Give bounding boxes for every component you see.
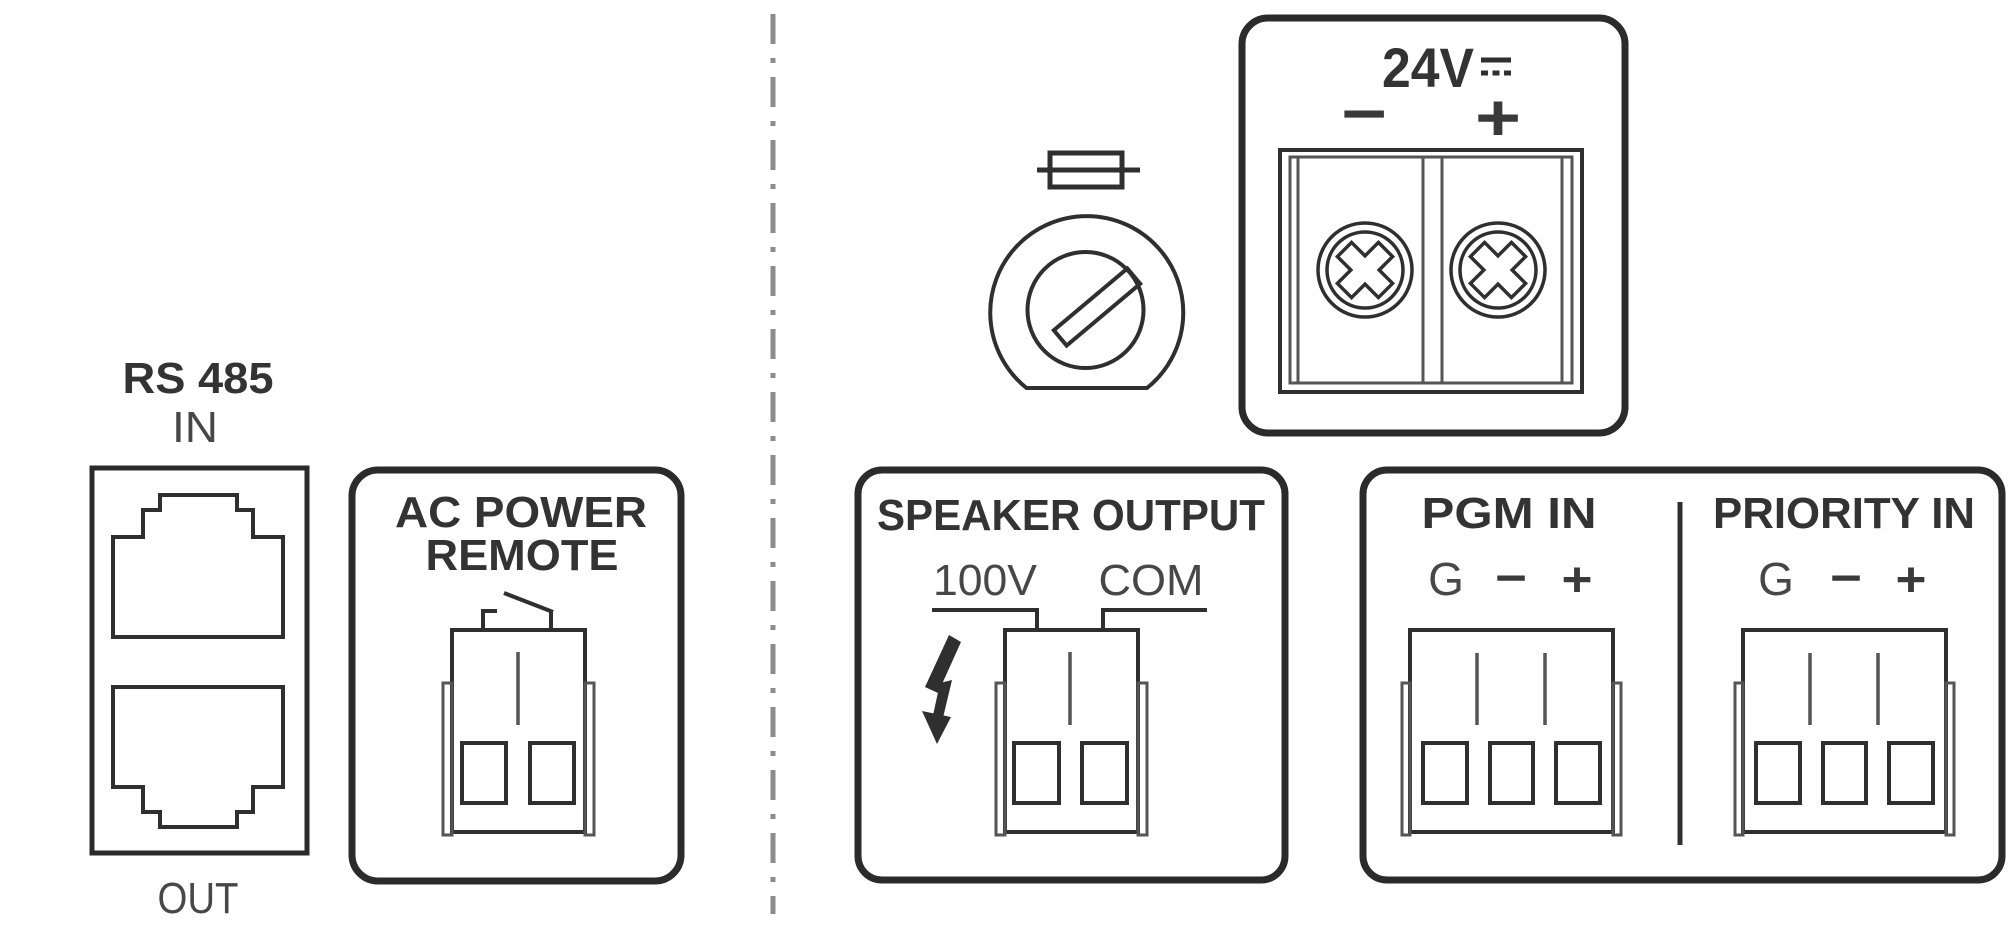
terminal-pin-hole [460,741,508,805]
fuse-icon [1037,150,1140,190]
terminal-3pin-icon [1400,628,1623,837]
priority-ground-label: G [1758,553,1794,605]
terminal-pin-hole [1080,741,1129,805]
switch-icon [481,591,554,630]
rj45-in-jack [111,493,285,639]
rs485-in-label: IN [172,403,218,452]
ac-power-remote-box [348,466,685,885]
dc-plus-label: + [1475,80,1521,154]
terminal-pin-hole [1012,741,1061,805]
ac-power-remote-title-line2: REMOTE [426,531,619,580]
speaker-output-box [854,466,1289,884]
terminal-pin-hole [1821,741,1868,805]
terminal-pin-hole [1421,741,1469,805]
ac-power-remote-title-line1: AC POWER [395,488,647,537]
terminal-pin-hole [528,741,576,805]
screwdriver-slot [1050,265,1144,349]
program-priority-box [1359,466,2006,884]
terminal-3pin-icon [1733,628,1956,837]
screw-terminal-block [1278,148,1584,394]
priority-in-section: PRIORITY IN G − + [1713,489,1975,837]
terminal-pin-hole [1887,741,1935,805]
pgm-minus-label: − [1495,552,1527,605]
terminal-wing-left [1400,681,1412,837]
priority-in-title: PRIORITY IN [1713,489,1975,538]
terminal-wing-left [1733,681,1745,837]
terminal-wing-right [1611,681,1623,837]
rs485-out-label: OUT [158,874,239,923]
terminal-pin-hole [1488,741,1535,805]
terminal-2pin-icon [441,628,596,837]
rs485-ports-box [89,465,310,856]
terminal-wing-left [994,681,1007,837]
dc-symbol-icon [1481,57,1511,76]
speaker-output-panel: SPEAKER OUTPUT 100V COM [854,466,1289,884]
pgm-plus-label: + [1562,554,1593,607]
rj45-out-jack [111,685,285,829]
terminal-wing-left [441,681,454,837]
terminal-wing-right [1136,681,1149,837]
level-trimmer-icon [988,214,1186,390]
terminal-pin-hole [1554,741,1602,805]
terminal-pin-hole [1754,741,1802,805]
screw-icon [1449,221,1547,319]
speaker-100v-label: 100V [933,556,1038,605]
hazard-bolt-icon [922,635,961,744]
terminal-wing-right [583,681,596,837]
pgm-in-title: PGM IN [1422,489,1597,538]
speaker-com-label: COM [1099,556,1204,605]
ac-power-remote-panel: AC POWER REMOTE [348,466,685,885]
leader-line-100v [932,608,1039,630]
priority-plus-label: + [1896,554,1927,607]
dc-minus-label: − [1341,76,1387,150]
dc-voltage-title: 24V [1382,36,1474,99]
terminal-2pin-icon [994,628,1149,837]
program-priority-panel: PGM IN G − + PRIORITY IN G − + [1359,466,2006,884]
rs485-title: RS 485 [123,354,274,403]
terminal-wing-right [1944,681,1956,837]
pgm-in-section: PGM IN G − + [1400,489,1623,837]
leader-line-com [1101,608,1207,630]
pgm-ground-label: G [1428,553,1464,605]
priority-minus-label: − [1830,552,1862,605]
dc-power-panel: 24V − + [1238,14,1629,437]
rs485-section: RS 485 IN OUT [89,354,310,923]
screw-icon [1316,221,1414,319]
dc-power-box [1238,14,1629,437]
speaker-output-title: SPEAKER OUTPUT [877,491,1265,540]
